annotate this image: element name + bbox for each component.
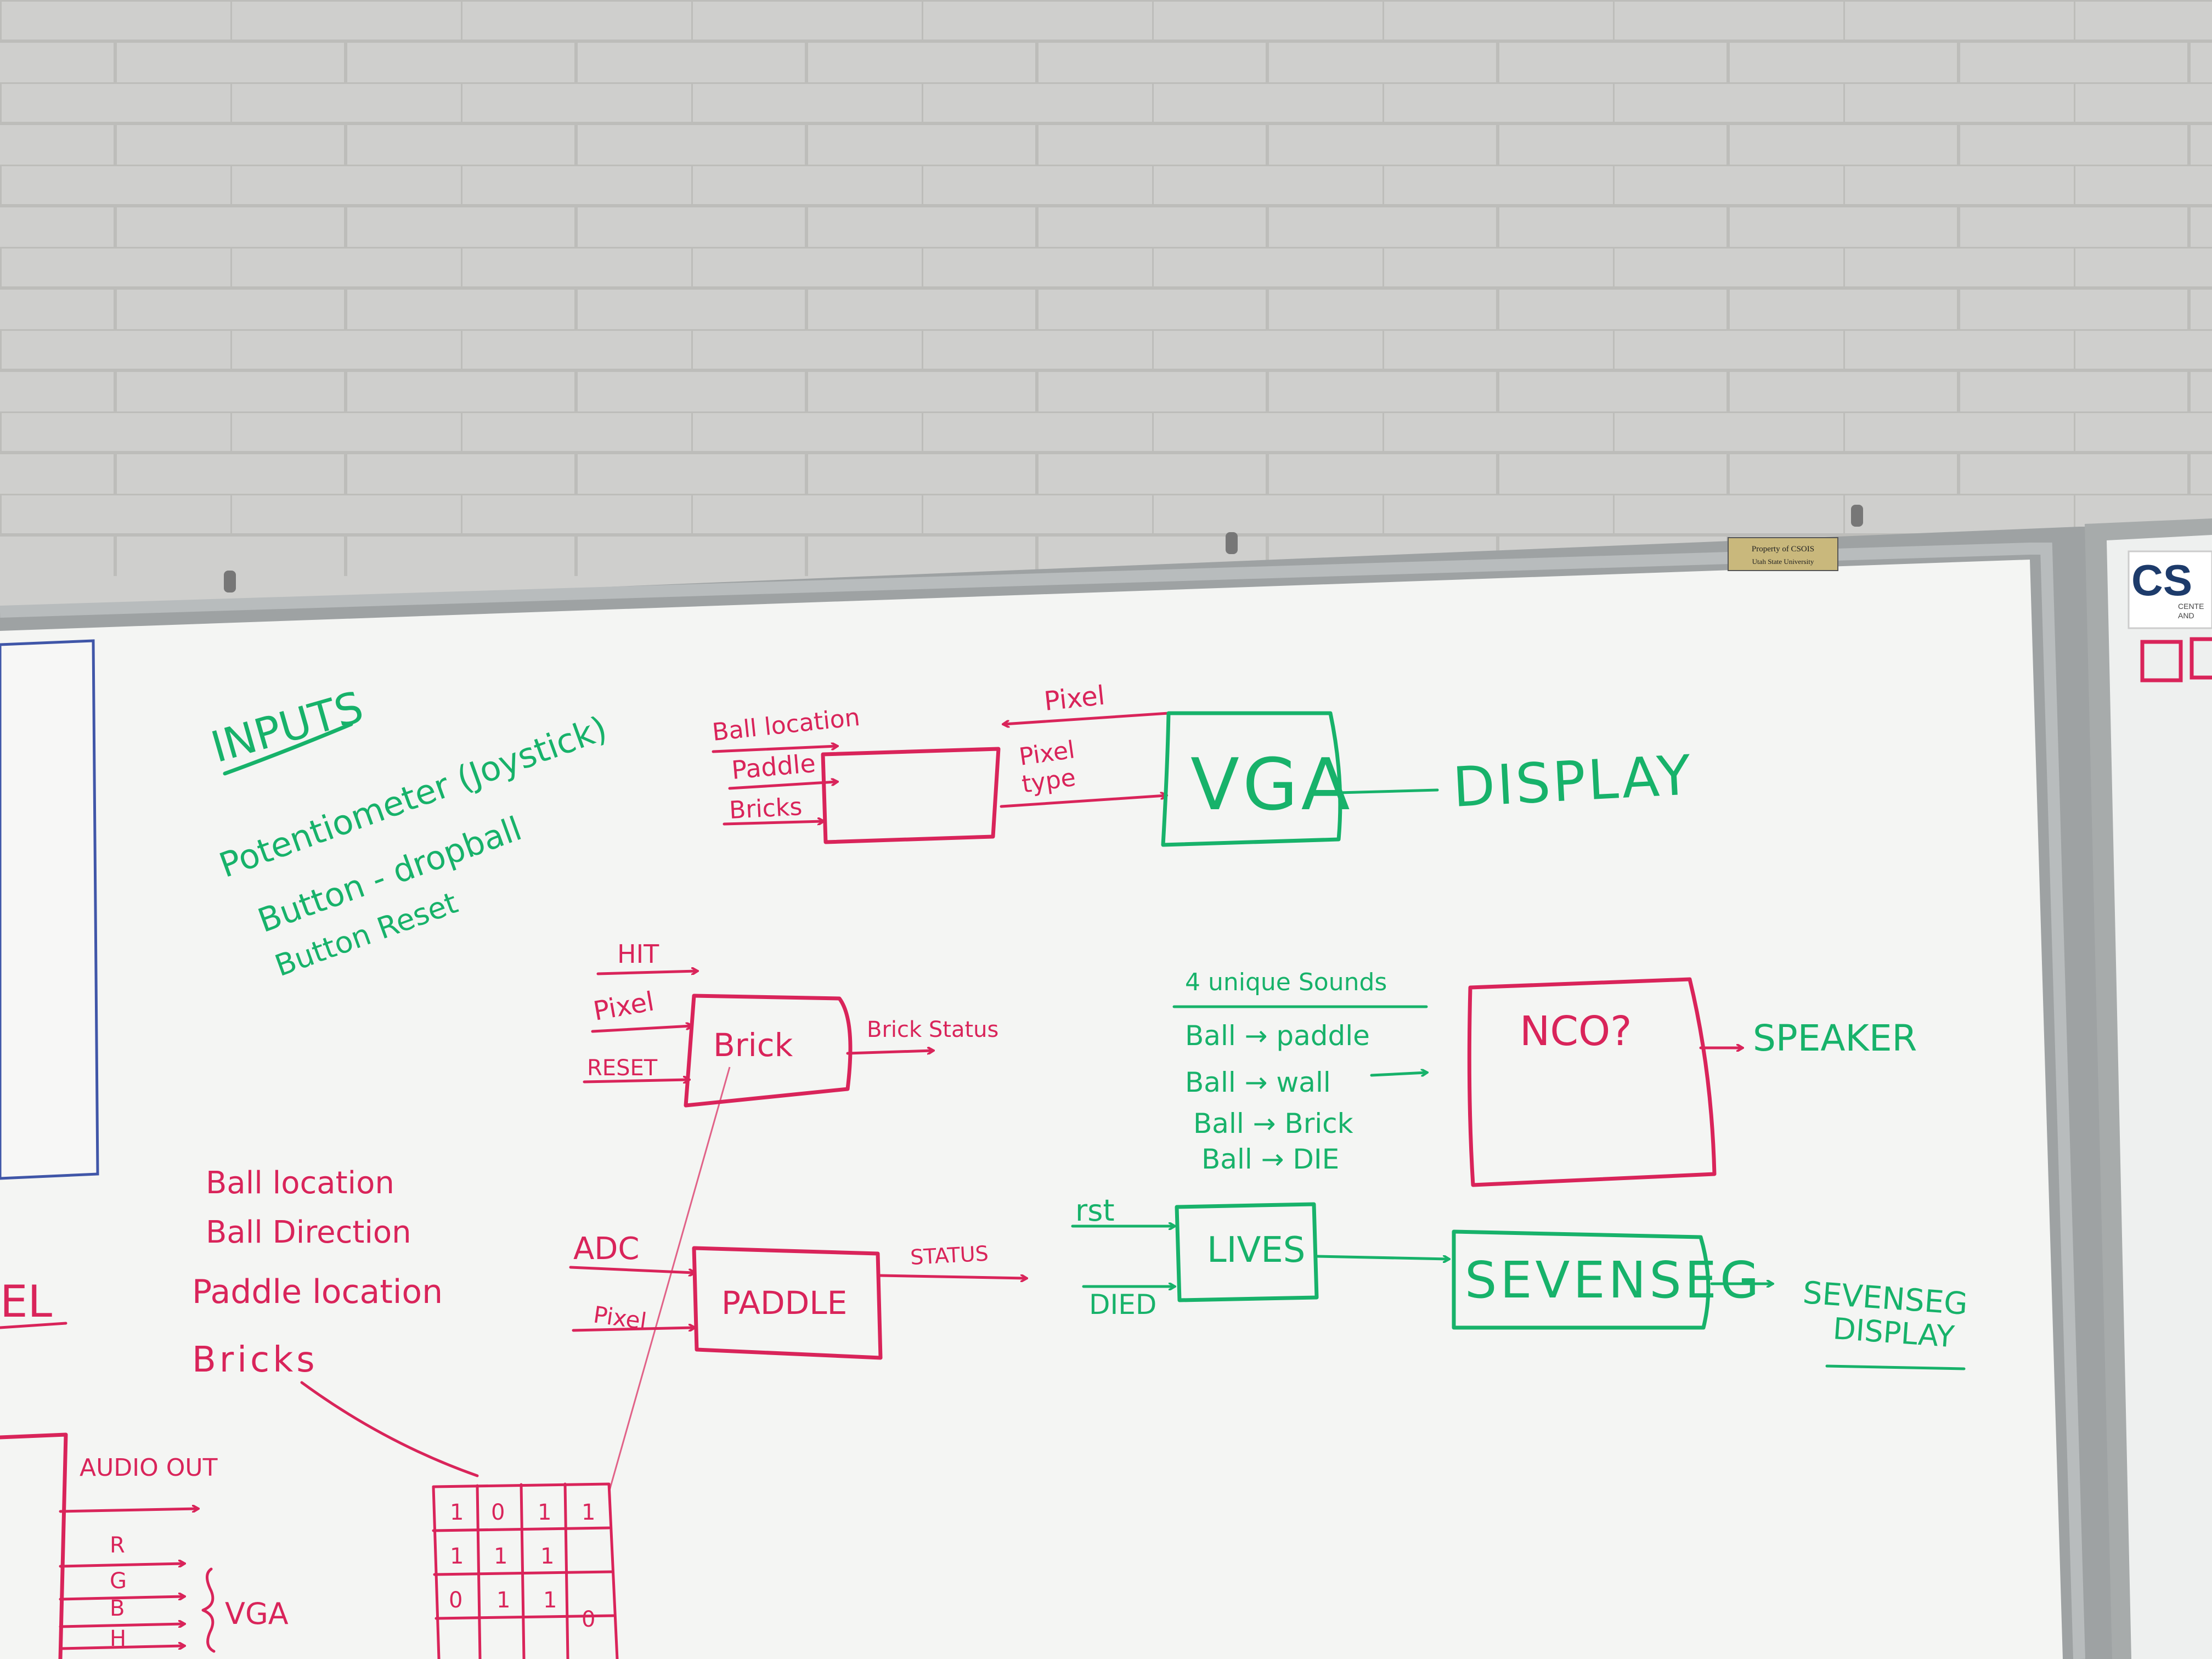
brick-input-hit: HIT <box>617 939 659 969</box>
csois-sub-2: AND <box>2178 611 2194 620</box>
brick-grid-connector <box>608 1066 731 1493</box>
lives-label: LIVES <box>1207 1230 1305 1271</box>
speaker-label: SPEAKER <box>1753 1017 1917 1059</box>
vga-pipeline: Ball location Paddle Bricks Pixel Pixel … <box>711 680 1695 847</box>
lives-input-died: DIED <box>1089 1289 1156 1321</box>
paddle-block: ADC Pixel PADDLE STATUS <box>569 1231 1026 1360</box>
sound-item-3: Ball → Brick <box>1193 1108 1353 1139</box>
left-board-fragment <box>0 639 99 1180</box>
paddle-output-status: STATUS <box>910 1242 989 1269</box>
brick-input-reset: RESET <box>587 1056 658 1081</box>
asset-tag-line1: Property of CSOIS <box>1752 545 1814 554</box>
paddle-input-adc: ADC <box>573 1231 640 1267</box>
state-bricks: Bricks <box>192 1340 318 1380</box>
rgb-b: B <box>110 1596 125 1621</box>
brick-label: Brick <box>713 1026 793 1064</box>
rgb-vga-label: VGA <box>225 1596 289 1631</box>
brick-output-status: Brick Status <box>867 1017 998 1042</box>
state-list: Ball location Ball Direction Paddle loca… <box>192 1165 479 1477</box>
vga-input-bricks: Bricks <box>729 793 803 825</box>
grid-cell-5: 1 <box>494 1544 507 1569</box>
state-paddle-location: Paddle location <box>192 1273 443 1311</box>
grid-cell-6: 1 <box>540 1544 554 1569</box>
sound-item-4: Ball → DIE <box>1201 1143 1339 1175</box>
grid-cell-0: 1 <box>450 1500 464 1525</box>
sevenseg-box-label: SEVENSEG <box>1465 1251 1762 1310</box>
audio-out-label: AUDIO OUT <box>80 1454 218 1482</box>
board-hooks <box>224 505 1863 592</box>
display-label: DISPLAY <box>1451 743 1695 820</box>
paddle-label: PADDLE <box>721 1284 847 1322</box>
right-board: CS CENTE AND <box>2085 518 2212 1659</box>
sound-item-2: Ball → wall <box>1185 1066 1331 1098</box>
state-ball-direction: Ball Direction <box>206 1215 411 1250</box>
grid-cell-3: 1 <box>582 1500 595 1525</box>
top-module: AUDIO OUT R G B H VGA <box>0 1432 289 1659</box>
grid-cell-1: 0 <box>491 1500 505 1525</box>
left-fragment-label: EL <box>0 1276 53 1327</box>
grid-cell-2: 1 <box>538 1500 551 1525</box>
grid-cell-9: 1 <box>496 1588 510 1613</box>
csois-logo: CS <box>2131 556 2192 605</box>
sevenseg-output-2: DISPLAY <box>1832 1311 1956 1354</box>
vga-pixel-label: Pixel <box>1042 680 1106 717</box>
sound-item-1: Ball → paddle <box>1185 1020 1370 1052</box>
lives-section: rst DIED LIVES SEVENSEG SEVENSEG DISPLAY <box>1071 1193 1969 1370</box>
asset-tag-line2: Utah State University <box>1752 557 1814 566</box>
grid-cell-8: 0 <box>449 1588 462 1613</box>
vga-box-label: VGA <box>1190 743 1353 826</box>
cinder-block-wall <box>0 0 2212 576</box>
nco-label: NCO? <box>1520 1008 1632 1055</box>
lives-input-rst: rst <box>1075 1193 1115 1228</box>
rgb-r: R <box>110 1533 125 1558</box>
sound-section: 4 unique Sounds Ball → paddle Ball → wal… <box>1172 968 1917 1187</box>
grid-cell-10: 1 <box>543 1588 557 1613</box>
rgb-g: G <box>110 1568 127 1594</box>
grid-cell-4: 1 <box>450 1544 464 1569</box>
brick-grid: 1 0 1 1 1 1 1 0 1 1 0 <box>432 1482 619 1659</box>
grid-cell-11: 0 <box>582 1607 595 1632</box>
state-ball-location: Ball location <box>206 1165 394 1201</box>
sounds-title: 4 unique Sounds <box>1185 968 1387 996</box>
csois-sub-1: CENTE <box>2178 602 2204 611</box>
vga-input-paddle: Paddle <box>730 748 816 785</box>
asset-tag: Property of CSOIS Utah State University <box>1728 537 1838 571</box>
main-whiteboard <box>0 527 2140 1659</box>
